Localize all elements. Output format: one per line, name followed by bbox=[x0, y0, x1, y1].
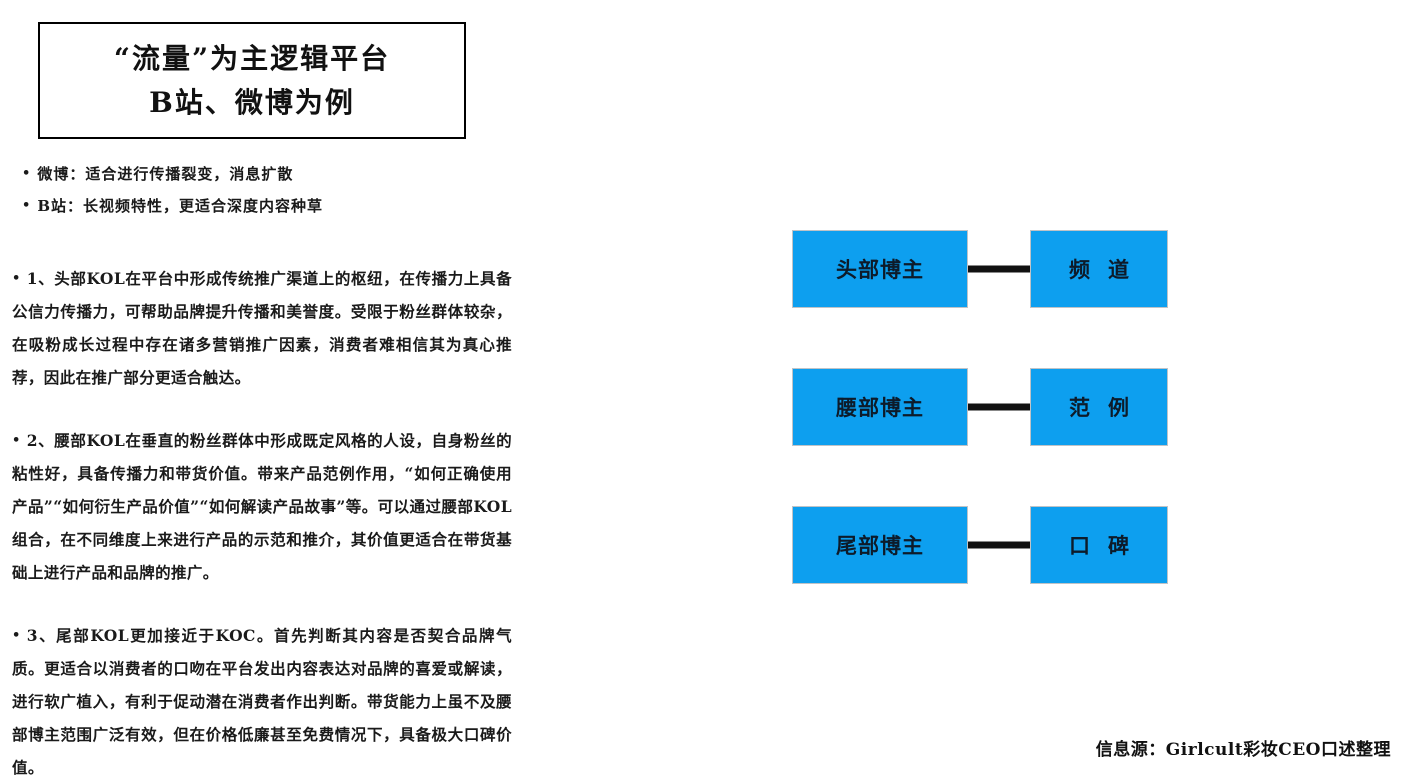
node-label: 尾部博主 bbox=[836, 534, 924, 558]
title-line-2: B站、微博为例 bbox=[149, 85, 355, 119]
node-head-blogger: 头部博主 bbox=[792, 230, 968, 308]
node-label: 频道 bbox=[1069, 258, 1147, 282]
bullet-dot-icon: • bbox=[22, 166, 32, 181]
node-waist-blogger: 腰部博主 bbox=[792, 368, 968, 446]
node-example: 范例 bbox=[1030, 368, 1168, 446]
body-paragraphs: •1、头部KOL在平台中形成传统推广渠道上的枢纽，在传播力上具备公信力传播力，可… bbox=[12, 262, 512, 784]
diagram-row: 头部博主 频道 bbox=[792, 230, 1172, 308]
title-line-1: “流量”为主逻辑平台 bbox=[113, 41, 391, 75]
node-label: 口碑 bbox=[1069, 534, 1147, 558]
bullet-dot-icon: • bbox=[12, 628, 21, 643]
title-box: “流量”为主逻辑平台 B站、微博为例 bbox=[38, 22, 466, 139]
list-item-label: B站：长视频特性，更适合深度内容种草 bbox=[37, 197, 323, 215]
paragraph-head-kol: •1、头部KOL在平台中形成传统推广渠道上的枢纽，在传播力上具备公信力传播力，可… bbox=[12, 262, 512, 394]
bullet-dot-icon: • bbox=[12, 433, 21, 448]
node-label: 头部博主 bbox=[836, 258, 924, 282]
bullet-dot-icon: • bbox=[22, 198, 32, 213]
paragraph-text: 3、尾部KOL更加接近于KOC。首先判断其内容是否契合品牌气质。更适合以消费者的… bbox=[12, 626, 512, 777]
bullet-dot-icon: • bbox=[12, 271, 21, 286]
node-word-of-mouth: 口碑 bbox=[1030, 506, 1168, 584]
node-channel: 频道 bbox=[1030, 230, 1168, 308]
connector-line bbox=[968, 403, 1030, 411]
node-label: 范例 bbox=[1069, 396, 1147, 420]
platform-bullet-list: • 微博：适合进行传播裂变，消息扩散 • B站：长视频特性，更适合深度内容种草 bbox=[22, 158, 492, 222]
list-item-label: 微博：适合进行传播裂变，消息扩散 bbox=[37, 165, 294, 183]
node-label: 腰部博主 bbox=[836, 396, 924, 420]
kol-mapping-diagram: 头部博主 频道 腰部博主 范例 尾部博主 口碑 bbox=[792, 230, 1172, 585]
paragraph-text: 2、腰部KOL在垂直的粉丝群体中形成既定风格的人设，自身粉丝的粘性好，具备传播力… bbox=[12, 431, 512, 582]
diagram-row: 腰部博主 范例 bbox=[792, 368, 1172, 446]
paragraph-text: 1、头部KOL在平台中形成传统推广渠道上的枢纽，在传播力上具备公信力传播力，可帮… bbox=[12, 269, 512, 387]
node-tail-blogger: 尾部博主 bbox=[792, 506, 968, 584]
source-note: 信息源：Girlcult彩妆CEO口述整理 bbox=[1095, 740, 1391, 760]
list-item: • 微博：适合进行传播裂变，消息扩散 bbox=[22, 158, 492, 190]
connector-line bbox=[968, 541, 1030, 549]
diagram-row: 尾部博主 口碑 bbox=[792, 506, 1172, 584]
paragraph-waist-kol: •2、腰部KOL在垂直的粉丝群体中形成既定风格的人设，自身粉丝的粘性好，具备传播… bbox=[12, 424, 512, 589]
list-item: • B站：长视频特性，更适合深度内容种草 bbox=[22, 190, 492, 222]
connector-line bbox=[968, 265, 1030, 273]
paragraph-tail-kol: •3、尾部KOL更加接近于KOC。首先判断其内容是否契合品牌气质。更适合以消费者… bbox=[12, 619, 512, 784]
